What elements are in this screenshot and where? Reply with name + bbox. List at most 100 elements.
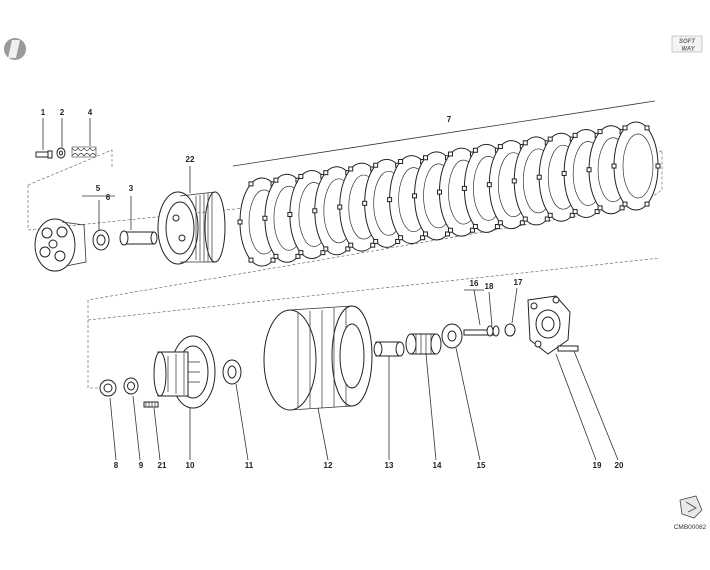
clutch-plate-tab <box>337 204 343 210</box>
callout-2: 2 <box>60 108 65 117</box>
clutch-plate-tab <box>472 147 478 153</box>
clutch-plate-tab <box>497 220 503 226</box>
clutch-plate-tab <box>622 125 628 131</box>
clutch-plate-tab <box>348 242 354 248</box>
part-17-circlip <box>504 323 516 337</box>
clutch-plate-tab <box>423 231 429 237</box>
callout-18: 18 <box>485 282 494 291</box>
callout-6: 6 <box>106 193 111 202</box>
callout-10: 10 <box>186 461 195 470</box>
part-5-pressure-plate <box>34 218 87 272</box>
callout-22: 22 <box>186 155 195 164</box>
clutch-plate <box>613 121 659 211</box>
clutch-plate-tab <box>486 182 492 188</box>
clutch-plate-tab <box>373 238 379 244</box>
callout-9: 9 <box>139 461 144 470</box>
leader-lines <box>42 100 656 461</box>
part-7-plate-stack <box>237 121 661 267</box>
clutch-plate-tab <box>447 227 453 233</box>
clutch-plate-tab <box>312 208 318 214</box>
part-15-washer <box>441 323 463 349</box>
callout-16: 16 <box>470 279 479 288</box>
callout-3: 3 <box>129 184 134 193</box>
lower-enclosure-outline <box>87 257 661 389</box>
clutch-plate-tab <box>373 162 379 168</box>
clutch-plate-tab <box>519 220 525 226</box>
clutch-plate-tab <box>586 167 592 173</box>
callout-14: 14 <box>433 461 442 470</box>
part-18-o-rings <box>486 325 500 337</box>
brand-line2: WAY <box>681 47 695 53</box>
clutch-plate-tab <box>569 212 575 218</box>
clutch-plate-tab <box>420 235 426 241</box>
callout-8: 8 <box>114 461 119 470</box>
clutch-plate-tab <box>547 136 553 142</box>
clutch-plate-tab <box>370 242 376 248</box>
next-page-arrow-icon[interactable] <box>679 495 703 519</box>
clutch-plate-tab <box>298 173 304 179</box>
clutch-plate-tab <box>423 155 429 161</box>
part-3-pushrod <box>119 230 158 246</box>
part-4-spring <box>71 146 97 158</box>
clutch-plate-tab <box>572 209 578 215</box>
part-1-bolt <box>35 150 53 159</box>
clutch-plate-tab <box>387 197 393 203</box>
brand-line1: SOFT <box>679 39 696 45</box>
part-10-inner-hub <box>153 335 216 409</box>
clutch-plate-tab <box>597 205 603 211</box>
part-8-nut <box>99 379 117 397</box>
callout-20: 20 <box>615 461 624 470</box>
clutch-plate-tab <box>461 185 467 191</box>
clutch-plate-tab <box>622 201 628 207</box>
callout-15: 15 <box>477 461 486 470</box>
part-19-slave-cylinder <box>527 295 571 355</box>
clutch-plate-tab <box>472 224 478 230</box>
part-21-screw <box>143 401 159 408</box>
callout-13: 13 <box>385 461 394 470</box>
clutch-plate-tab <box>594 209 600 215</box>
clutch-plate-tab <box>237 219 243 225</box>
clutch-plate-tab <box>273 253 279 259</box>
clutch-plate-tab <box>398 235 404 241</box>
clutch-plate-tab <box>522 140 528 146</box>
clutch-plate-tab <box>561 170 567 176</box>
clutch-plate-tab <box>497 144 503 150</box>
clutch-plate-tab <box>273 177 279 183</box>
clutch-plate-tab <box>395 238 401 244</box>
callout-21: 21 <box>158 461 167 470</box>
clutch-plate-tab <box>494 224 500 230</box>
clutch-plate-tab <box>644 201 650 207</box>
clutch-plate-tab <box>248 181 254 187</box>
drawing-code: CMB00082 <box>674 524 707 531</box>
callout-5: 5 <box>96 184 101 193</box>
clutch-plate-inner <box>622 133 654 199</box>
clutch-plate-tab <box>469 227 475 233</box>
callout-1: 1 <box>41 108 46 117</box>
part-22-drum <box>157 191 226 265</box>
clutch-plate-tab <box>544 216 550 222</box>
clutch-plate-tab <box>611 163 617 169</box>
clutch-plate-tab <box>323 246 329 252</box>
part-14-needle-bearing <box>405 333 442 355</box>
brand-badge: SOFT WAY <box>671 35 703 53</box>
clutch-plate-tab <box>536 174 542 180</box>
brand-logo-icon <box>4 38 26 60</box>
clutch-plate-tab <box>320 250 326 256</box>
part-6-bearing <box>92 229 110 251</box>
callout-17: 17 <box>514 278 523 287</box>
callout-7: 7 <box>447 115 452 124</box>
clutch-plate-tab <box>644 125 650 131</box>
callout-labels: 1 2 4 5 6 3 22 7 16 18 17 8 9 21 10 11 1… <box>41 108 624 470</box>
callout-12: 12 <box>324 461 333 470</box>
clutch-plate-tab <box>572 132 578 138</box>
clutch-plate-tab <box>619 205 625 211</box>
clutch-plate-tab <box>522 216 528 222</box>
clutch-plate-tab <box>655 163 661 169</box>
clutch-plate-tab <box>262 215 268 221</box>
part-20-bleed-screw <box>557 345 579 352</box>
part-11-thrust-washer <box>222 359 242 385</box>
clutch-plate-tab <box>287 212 293 218</box>
clutch-plate-tab <box>511 178 517 184</box>
